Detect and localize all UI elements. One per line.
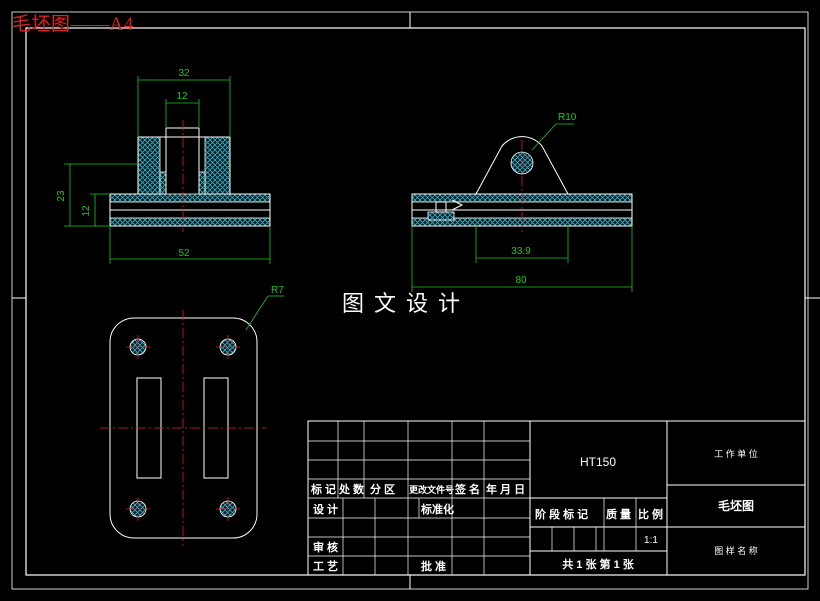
front-view-dimensions (64, 76, 271, 264)
dim-12-side-label: 12 (81, 205, 92, 217)
stage-header-mass: 质 量 (606, 507, 631, 521)
rev-header-signature: 签 名 (454, 482, 480, 496)
top-view-centerlines (100, 310, 266, 546)
signoff-design-label: 设 计 (313, 502, 338, 516)
rev-header-mark: 标 记 (310, 482, 336, 496)
company-label: 工 作 单 位 (714, 448, 758, 459)
side-view-dimensions (411, 123, 633, 292)
signoff-review-label: 审 核 (313, 540, 338, 554)
dim-80-label: 80 (515, 275, 527, 286)
signoff-standard-label: 标准化 (420, 502, 454, 516)
sheet-count: 共 1 张 第 1 张 (562, 557, 635, 571)
rev-header-zone: 分 区 (370, 482, 395, 496)
stage-header-mark: 阶 段 标 记 (535, 507, 588, 521)
dim-23-label: 23 (56, 190, 67, 202)
rev-header-count: 处 数 (338, 482, 365, 496)
signoff-process-label: 工 艺 (313, 559, 338, 573)
scale-value: 1:1 (644, 535, 658, 546)
dim-r7-label: R7 (271, 285, 284, 296)
rev-header-change-doc: 更改文件号 (409, 484, 454, 495)
stage-header-scale: 比 例 (638, 507, 663, 521)
front-view-section-hatch (109, 136, 271, 227)
sheet-heading: 毛坯图——A4 (12, 14, 134, 35)
signoff-approve-label: 批 准 (421, 559, 446, 573)
drawing-number-label: 图 样 名 称 (714, 545, 758, 556)
top-view: R7 (100, 285, 284, 546)
top-view-dimensions (245, 295, 284, 331)
dim-32-label: 32 (178, 68, 190, 79)
drawing-name: 毛坯图 (718, 498, 754, 513)
dim-33-9-label: 33.9 (511, 246, 531, 257)
watermark-text: 图文设计 (342, 292, 471, 317)
dim-r10-label: R10 (558, 112, 577, 123)
title-block (307, 420, 806, 576)
front-view-outline (109, 127, 271, 227)
side-view: R10 33.9 80 (411, 112, 633, 292)
center-marks (12, 12, 820, 589)
title-block-text: 标 记 处 数 分 区 更改文件号 签 名 年 月 日 设 计 标准化 审 核 … (310, 448, 758, 573)
rev-header-date: 年 月 日 (486, 482, 525, 496)
material-label: HT150 (580, 455, 616, 469)
dim-52-label: 52 (178, 248, 190, 259)
dim-12-top-label: 12 (176, 91, 188, 102)
front-view: 32 12 23 12 52 (56, 68, 271, 264)
